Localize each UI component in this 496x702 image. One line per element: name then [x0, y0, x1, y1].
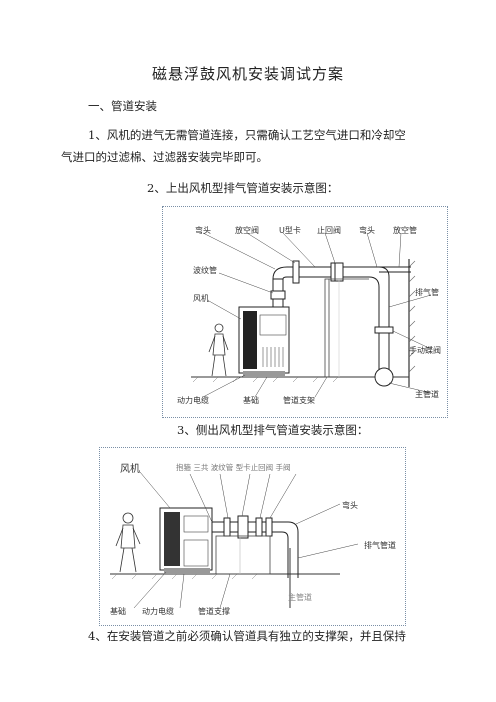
- section-heading: 一、管道安装: [88, 99, 157, 113]
- label-bellows: 波纹管: [193, 265, 217, 275]
- label-manual-valve: 手动蝶阀: [409, 345, 441, 355]
- page-title: 磁悬浮鼓风机安装调试方案: [151, 65, 344, 83]
- paragraph-1-line-1: 1、风机的进气无需管道连接，只需确认工艺空气进口和冷却空: [88, 128, 406, 142]
- label-main-pipe: 主管道: [288, 592, 312, 602]
- label-foundation: 基础: [243, 395, 259, 405]
- label-main-pipe: 主管道: [415, 389, 439, 399]
- label-top-row: 抱箍 三共 波纹管 型卡止回阀 手阀: [176, 462, 291, 472]
- label-pipe-support: 管道支架: [283, 395, 315, 405]
- figure-side-outlet-diagram: 风机 抱箍 三共 波纹管 型卡止回阀 手阀 弯头 排气管道 主管道 基础 动力电…: [99, 447, 406, 626]
- label-power-cable: 动力电缆: [142, 606, 174, 616]
- label-fan: 风机: [120, 462, 140, 475]
- label-vent-valve: 放空阀: [235, 225, 259, 235]
- label-foundation: 基础: [110, 606, 126, 616]
- label-exhaust-pipe: 排气管道: [364, 540, 396, 550]
- label-exhaust: 排气管: [415, 287, 439, 297]
- figure-side-outlet-svg: 风机 抱箍 三共 波纹管 型卡止回阀 手阀 弯头 排气管道 主管道 基础 动力电…: [110, 462, 396, 616]
- paragraph-4: 4、在安装管道之前必须确认管道具有独立的支撑架，并且保持: [88, 629, 406, 643]
- label-pipe-support: 管道支撑: [198, 606, 230, 616]
- label-elbow: 弯头: [342, 500, 358, 510]
- label-u-clamp: U型卡: [279, 225, 301, 235]
- label-elbow-1: 弯头: [195, 225, 211, 235]
- label-vent-pipe: 放空管: [393, 225, 417, 235]
- figure-top-outlet-diagram: 弯头 放空阀 U型卡 止回阀 弯头 放空管 波纹管 风机 排气管 手动蝶阀 主管…: [162, 206, 448, 418]
- paragraph-2: 2、上出风机型排气管道安装示意图：: [147, 181, 339, 195]
- label-fan: 风机: [193, 293, 209, 303]
- paragraph-3: 3、侧出风机型排气管道安装示意图：: [177, 423, 369, 437]
- label-elbow-2: 弯头: [359, 225, 375, 235]
- label-check-valve: 止回阀: [317, 225, 341, 235]
- label-power-cable: 动力电缆: [177, 395, 209, 405]
- figure-top-outlet-svg: 弯头 放空阀 U型卡 止回阀 弯头 放空管 波纹管 风机 排气管 手动蝶阀 主管…: [177, 225, 441, 405]
- paragraph-1-line-2: 气进口的过滤棉、过滤器安装完毕即可。: [61, 150, 268, 164]
